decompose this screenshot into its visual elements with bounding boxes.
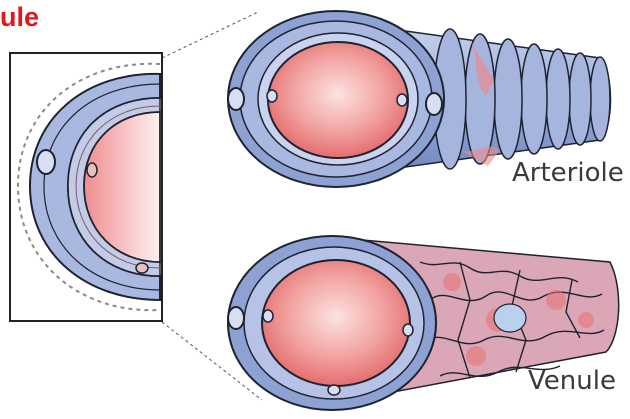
venule-pericyte [494,304,526,332]
arteriole-label: Arteriole [512,158,624,188]
inset-wall-section [10,53,162,321]
venule-label: Venule [528,366,616,396]
